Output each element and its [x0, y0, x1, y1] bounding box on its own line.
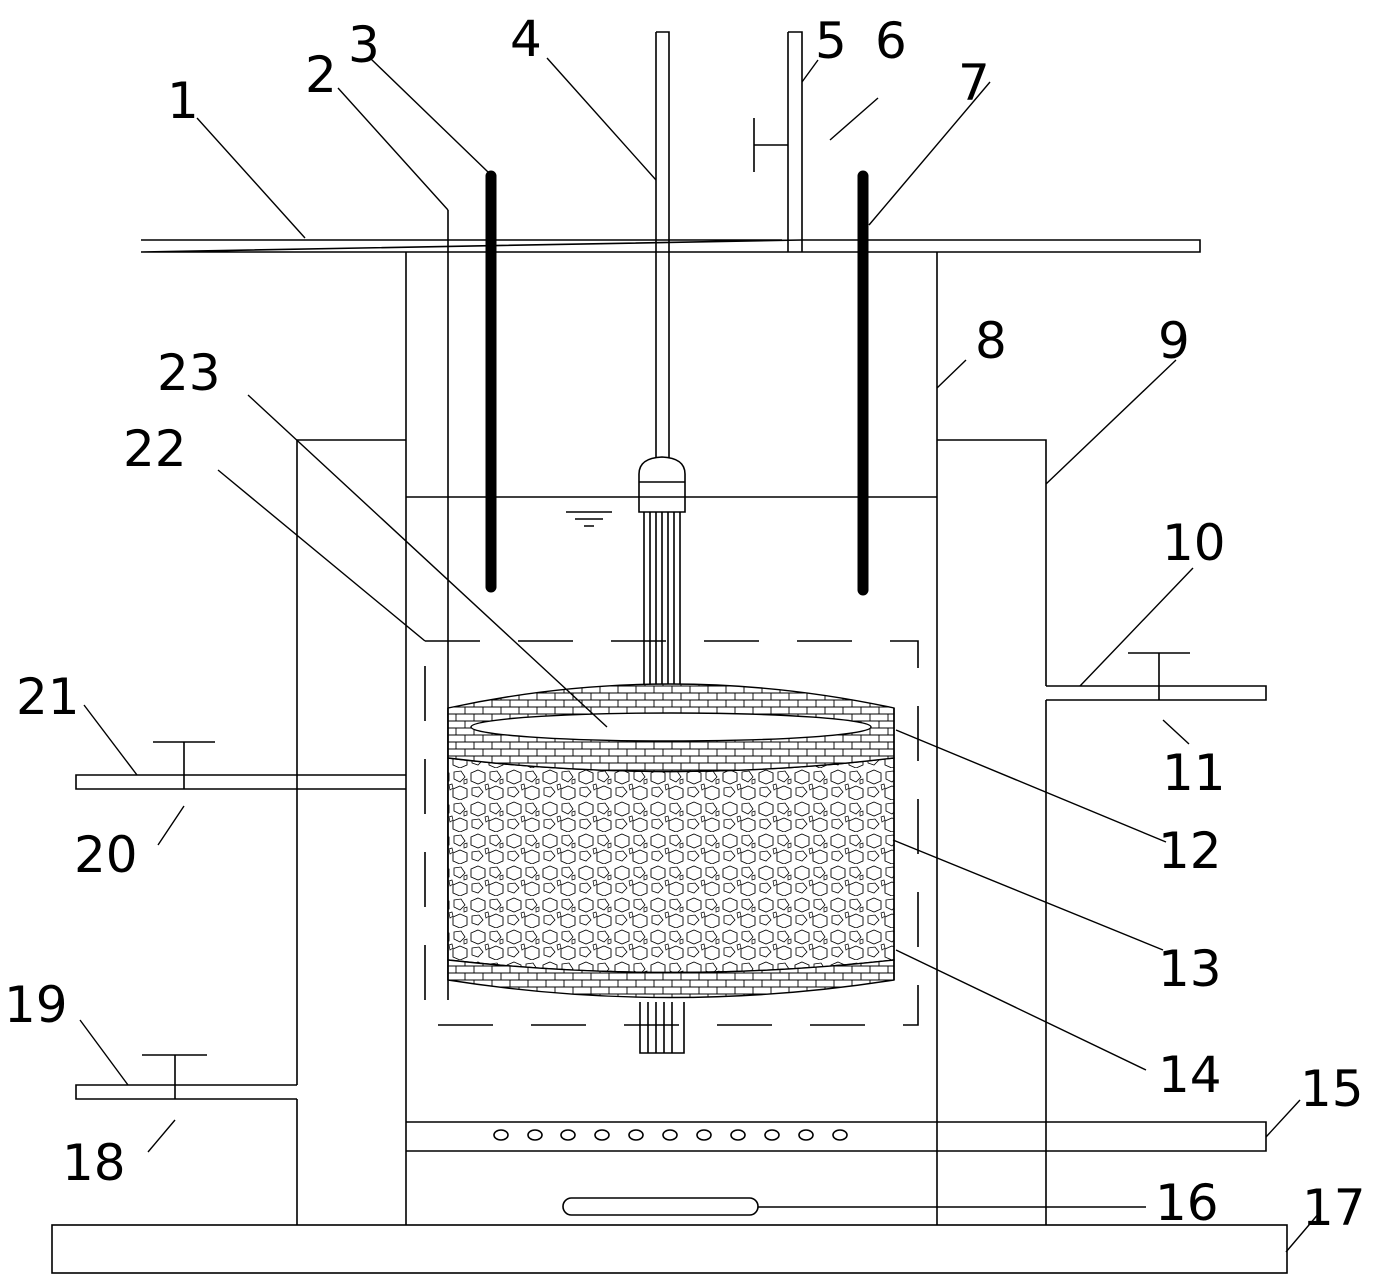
cylinder-opening [470, 712, 872, 742]
gas-valve [753, 118, 788, 172]
outlet-pipe-right [1046, 685, 1267, 701]
lid-plate [140, 239, 1201, 253]
base-plate [51, 1224, 1288, 1274]
inlet-pipe-21 [75, 774, 406, 790]
label-8: 8 [975, 312, 1007, 370]
part-numbers: 1 2 3 4 5 6 7 8 9 10 11 12 13 14 15 16 1… [4, 10, 1366, 1237]
label-17: 17 [1302, 1179, 1366, 1237]
pebble-media [447, 757, 895, 974]
label-9: 9 [1158, 312, 1190, 370]
water-level-symbol [566, 511, 612, 527]
stirrer-brush-top [643, 512, 681, 742]
label-2: 2 [305, 46, 337, 104]
label-1: 1 [167, 72, 199, 130]
label-5: 5 [815, 12, 847, 70]
label-21: 21 [16, 668, 80, 726]
label-7: 7 [958, 54, 990, 112]
heater-element [562, 1197, 759, 1216]
packed-cylinder [447, 683, 895, 999]
dashed-cage [424, 640, 919, 1026]
plate-holes [493, 1129, 848, 1141]
label-13: 13 [1158, 940, 1222, 998]
label-3: 3 [348, 16, 380, 74]
stirrer-shaft [655, 31, 670, 458]
label-15: 15 [1300, 1060, 1364, 1118]
stirrer-coupling [638, 456, 686, 513]
label-4: 4 [510, 10, 542, 68]
label-16: 16 [1155, 1174, 1219, 1232]
label-14: 14 [1158, 1046, 1222, 1104]
stirrer-brush-bottom [639, 1002, 685, 1054]
drain-pipe-19 [75, 1084, 297, 1100]
label-19: 19 [4, 976, 68, 1034]
label-6: 6 [875, 12, 907, 70]
label-18: 18 [62, 1134, 126, 1192]
label-20: 20 [74, 826, 138, 884]
valve-11 [1128, 652, 1190, 700]
label-10: 10 [1162, 514, 1226, 572]
perforated-plate [406, 1121, 1267, 1152]
label-22: 22 [123, 420, 187, 478]
valve-18 [142, 1054, 207, 1099]
valve-20 [153, 741, 215, 789]
leader-lines [79, 57, 1321, 1253]
label-12: 12 [1158, 822, 1222, 880]
gas-tube [787, 31, 803, 252]
label-23: 23 [157, 344, 221, 402]
label-11: 11 [1162, 744, 1226, 802]
